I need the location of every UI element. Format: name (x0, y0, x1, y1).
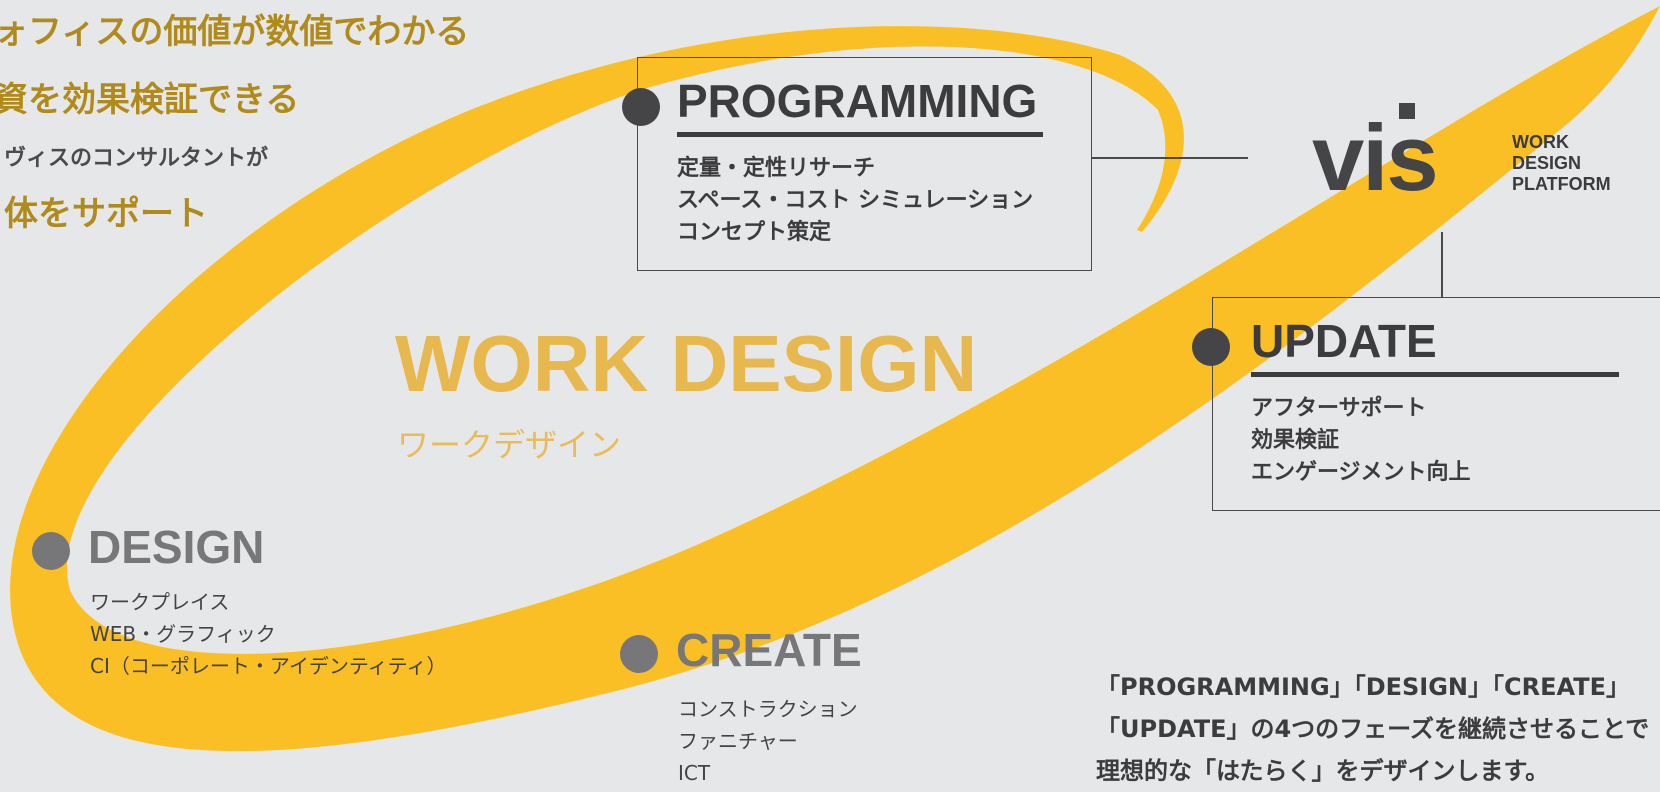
bottom-description-line: 「PROGRAMMING」「DESIGN」「CREATE」 (1096, 673, 1630, 701)
design-items: ワークプレイス WEB・グラフィック CI（コーポレート・アイデンティティ） (90, 586, 446, 682)
bottom-description-line: 理想的な「はたらく」をデザインします。 (1096, 757, 1550, 785)
work-design-subtitle: ワークデザイン (397, 426, 622, 464)
tagline-line-2: 資を効果検証できる (0, 80, 300, 120)
design-dot-icon (32, 532, 70, 570)
update-items: アフターサポート 効果検証 エンゲージメント向上 (1251, 393, 1471, 489)
design-title: DESIGN (88, 521, 265, 573)
vis-logo-wordmark: vis (1312, 105, 1439, 210)
create-item: コンストラクション (678, 697, 858, 721)
vis-logo-subtitle: WORK DESIGN PLATFORM (1512, 132, 1611, 195)
vis-logo-dot (1399, 103, 1415, 119)
programming-item: 定量・定性リサーチ (677, 156, 876, 181)
programming-title: PROGRAMMING (677, 75, 1038, 127)
design-item: ワークプレイス (90, 590, 230, 614)
vis-logo-subtitle-line: PLATFORM (1512, 174, 1611, 194)
bottom-description: 「PROGRAMMING」「DESIGN」「CREATE」 「UPDATE」の4… (1096, 666, 1649, 792)
work-design-title: WORK DESIGN (395, 319, 978, 408)
vis-logo-subtitle-line: DESIGN (1512, 153, 1582, 173)
programming-box (637, 57, 1092, 271)
programming-item: コンセプト策定 (677, 220, 832, 245)
programming-items: 定量・定性リサーチ スペース・コスト シミュレーション コンセプト策定 (677, 153, 1033, 249)
bottom-description-line: 「UPDATE」の4つのフェーズを継続させることで (1096, 715, 1650, 743)
update-item: エンゲージメント向上 (1251, 460, 1471, 485)
update-underline (1251, 372, 1619, 377)
create-title: CREATE (676, 624, 862, 676)
create-dot-icon (620, 635, 658, 673)
programming-item: スペース・コスト シミュレーション (677, 188, 1034, 213)
design-item: WEB・グラフィック (90, 622, 276, 646)
vis-logo-subtitle-line: WORK (1512, 132, 1569, 152)
update-box (1212, 297, 1660, 511)
swoosh-shape (10, 6, 1660, 752)
create-item: ファニチャー (678, 729, 798, 753)
update-item: アフターサポート (1251, 396, 1427, 421)
programming-dot-icon (622, 88, 660, 126)
programming-connector-line (1092, 157, 1248, 159)
update-title: UPDATE (1251, 315, 1437, 367)
tagline-line-4: 体をサポート (4, 194, 208, 234)
create-item: ICT (678, 761, 711, 785)
tagline-line-3: ヴィスのコンサルタントが (4, 146, 269, 171)
tagline-line-1: ォフィスの価値が数値でわかる (0, 12, 470, 52)
design-item: CI（コーポレート・アイデンティティ） (90, 654, 447, 678)
logo-update-connector-line (1441, 232, 1443, 298)
update-item: 効果検証 (1251, 428, 1340, 453)
update-dot-icon (1192, 328, 1230, 366)
create-items: コンストラクション ファニチャー ICT (678, 693, 858, 789)
programming-underline (677, 132, 1043, 137)
